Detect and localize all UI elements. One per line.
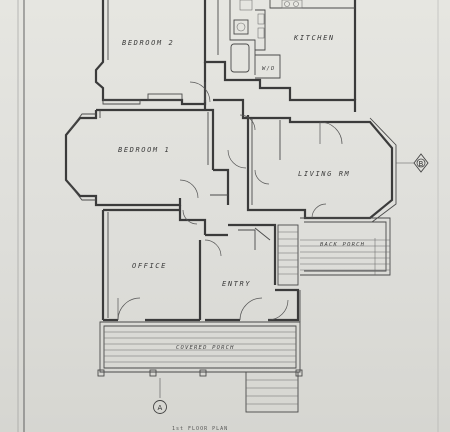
section-marker-a-label: A bbox=[158, 404, 163, 412]
section-marker-b: B bbox=[396, 153, 429, 173]
fixture-label-washer-dryer: W/D bbox=[262, 66, 276, 72]
room-label-office: OFFICE bbox=[132, 262, 167, 270]
bedroom-2-walls bbox=[94, 0, 207, 106]
room-label-kitchen: KITCHEN bbox=[293, 34, 335, 42]
sheet-border bbox=[17, 0, 439, 432]
hallway-walls bbox=[178, 98, 245, 235]
kitchen-walls bbox=[203, 0, 357, 112]
office-walls bbox=[101, 208, 202, 322]
porch-label-back: BACK PORCH bbox=[320, 242, 365, 248]
room-label-entry: ENTRY bbox=[222, 280, 251, 288]
room-label-living-room: LIVING RM bbox=[298, 170, 350, 178]
section-marker-a: A bbox=[153, 378, 167, 414]
section-marker-b-label: B bbox=[419, 160, 424, 168]
front-steps bbox=[245, 371, 299, 413]
room-label-bedroom-1: BEDROOM 1 bbox=[118, 146, 170, 154]
plan-title-note: 1st FLOOR PLAN bbox=[172, 426, 228, 432]
bedroom-1-walls bbox=[64, 108, 215, 207]
back-porch bbox=[300, 217, 391, 276]
staircase bbox=[228, 223, 299, 286]
covered-porch bbox=[97, 321, 303, 377]
porch-label-covered: COVERED PORCH bbox=[176, 345, 235, 351]
room-label-bedroom-2: BEDROOM 2 bbox=[122, 39, 174, 47]
entry-walls bbox=[205, 233, 301, 322]
door-swings bbox=[117, 81, 343, 321]
